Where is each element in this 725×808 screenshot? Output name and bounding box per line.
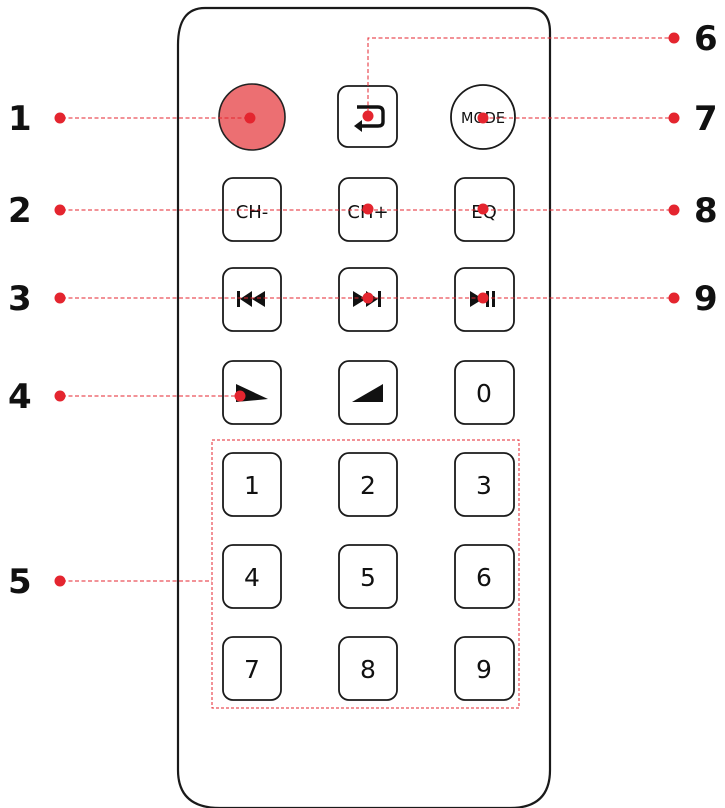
volume-up-icon <box>352 384 383 402</box>
digit-2-button[interactable]: 2 <box>338 452 398 517</box>
digit-5-label: 5 <box>360 563 376 592</box>
digit-4-label: 4 <box>244 563 260 592</box>
digit-0-button[interactable]: 0 <box>454 360 515 425</box>
callout-dot <box>234 390 246 402</box>
digit-9-label: 9 <box>476 655 492 684</box>
digit-5-button[interactable]: 5 <box>338 544 398 609</box>
callout-number-9: 9 <box>694 279 718 319</box>
callout-dot <box>362 292 374 304</box>
callout-line-6 <box>367 37 672 112</box>
callout-number-7: 7 <box>694 99 718 139</box>
callout-dot <box>244 112 256 124</box>
callout-dot <box>477 112 489 124</box>
callout-dot <box>54 204 66 216</box>
callout-dot <box>54 390 66 402</box>
callout-number-8: 8 <box>694 191 718 231</box>
digit-9-button[interactable]: 9 <box>454 636 515 701</box>
digit-7-label: 7 <box>244 655 260 684</box>
callout-dot <box>362 110 374 122</box>
digit-4-button[interactable]: 4 <box>222 544 282 609</box>
callout-dot <box>668 32 680 44</box>
digit-3-button[interactable]: 3 <box>454 452 515 517</box>
callout-dot <box>54 112 66 124</box>
numeric-keypad-area <box>211 439 520 709</box>
callout-number-4: 4 <box>8 377 32 417</box>
callout-dot <box>362 203 374 215</box>
callout-dots <box>54 32 680 587</box>
previous-track-button[interactable] <box>222 267 282 332</box>
ch-minus-label: CH- <box>236 202 269 223</box>
volume-down-button[interactable] <box>222 360 282 425</box>
callout-dot <box>668 204 680 216</box>
callout-dot <box>54 575 66 587</box>
callout-number-3: 3 <box>8 279 32 319</box>
digit-2-label: 2 <box>360 471 376 500</box>
digit-3-label: 3 <box>476 471 492 500</box>
digit-7-button[interactable]: 7 <box>222 636 282 701</box>
callout-dot <box>668 292 680 304</box>
previous-track-icon <box>237 291 265 307</box>
digit-6-button[interactable]: 6 <box>454 544 515 609</box>
callout-lines <box>62 37 672 582</box>
digit-8-label: 8 <box>360 655 376 684</box>
digit-1-label: 1 <box>244 471 260 500</box>
callout-number-1: 1 <box>8 99 32 139</box>
callout-number-5: 5 <box>8 562 32 602</box>
volume-up-button[interactable] <box>338 360 398 425</box>
digit-6-label: 6 <box>476 563 492 592</box>
digit-8-button[interactable]: 8 <box>338 636 398 701</box>
return-arrow-icon <box>354 105 385 132</box>
digit-0-label: 0 <box>476 379 492 408</box>
callout-number-2: 2 <box>8 191 32 231</box>
digit-1-button[interactable]: 1 <box>222 452 282 517</box>
callout-number-6: 6 <box>694 19 718 59</box>
callout-dot <box>668 112 680 124</box>
callout-dot <box>54 292 66 304</box>
callout-dot <box>477 203 489 215</box>
callout-dot <box>477 292 489 304</box>
